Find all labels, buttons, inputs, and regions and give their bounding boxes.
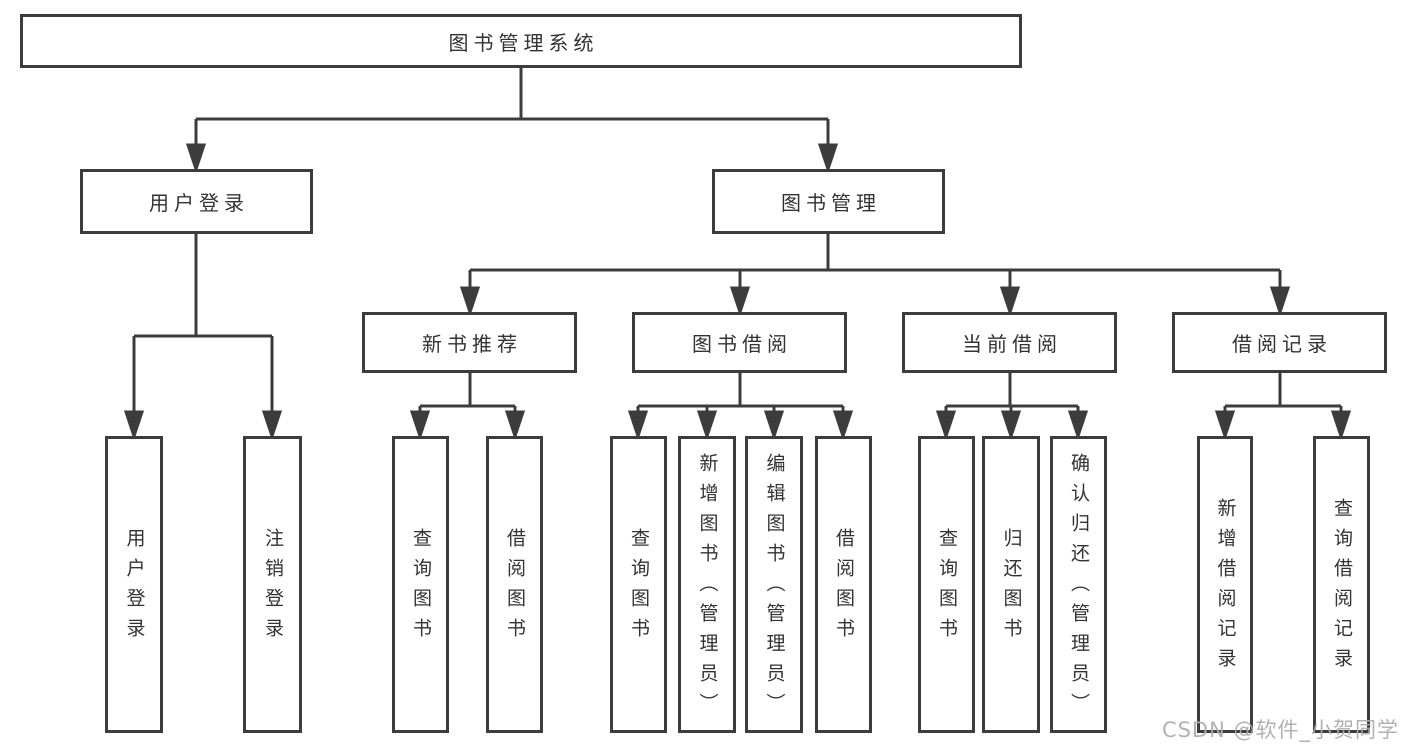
node-book-borrowing: 图书借阅 (632, 312, 847, 373)
leaf-query-books-recommend: 查询图书 (392, 436, 449, 733)
arrow-down-icon (185, 143, 207, 174)
arrow-down-icon (409, 410, 431, 441)
connector-userlogin-to-leaves (123, 234, 283, 441)
arrow-down-icon (1330, 410, 1352, 441)
arrow-down-icon (627, 410, 649, 441)
arrow-down-icon (261, 410, 283, 441)
arrow-down-icon (1269, 286, 1291, 317)
arrow-down-icon (459, 286, 481, 317)
leaf-add-book-admin: 新增图书（管理员） (678, 436, 736, 733)
leaf-confirm-return-admin: 确认归还（管理员） (1050, 436, 1107, 733)
arrow-down-icon (832, 410, 854, 441)
connector-bookmgmt-to-level3 (459, 234, 1291, 317)
arrow-down-icon (1214, 410, 1236, 441)
node-book-management: 图书管理 (712, 169, 945, 234)
arrow-down-icon (696, 410, 718, 441)
arrow-down-icon (1000, 410, 1022, 441)
csdn-watermark: CSDN @软件_小贺同学 (1161, 718, 1399, 742)
connector-root-to-level2 (185, 68, 839, 174)
connector-currentborrow-to-leaves (935, 373, 1089, 441)
leaf-logout: 注销登录 (243, 436, 302, 733)
leaf-edit-book-admin: 编辑图书（管理员） (745, 436, 803, 733)
leaf-query-books-borrowing: 查询图书 (610, 436, 667, 733)
leaf-borrow-books-borrowing: 借阅图书 (815, 436, 872, 733)
leaf-query-books-current: 查询图书 (918, 436, 975, 733)
leaf-return-books: 归还图书 (982, 436, 1040, 733)
node-user-login: 用户登录 (80, 169, 313, 234)
leaf-add-borrowing-record: 新增借阅记录 (1197, 436, 1253, 733)
connector-newbook-to-leaves (409, 373, 526, 441)
node-new-book-recommend: 新书推荐 (362, 312, 577, 373)
arrow-down-icon (763, 410, 785, 441)
node-library-management-system: 图书管理系统 (20, 14, 1022, 68)
arrow-down-icon (999, 286, 1021, 317)
node-current-borrowing: 当前借阅 (902, 312, 1117, 373)
leaf-user-login: 用户登录 (105, 436, 163, 733)
leaf-borrow-books-recommend: 借阅图书 (486, 436, 543, 733)
arrow-down-icon (1067, 410, 1089, 441)
arrow-down-icon (123, 410, 145, 441)
connector-bookborrow-to-leaves (627, 373, 854, 441)
arrow-down-icon (729, 286, 751, 317)
connector-borrowrecord-to-leaves (1214, 373, 1352, 441)
arrow-down-icon (935, 410, 957, 441)
leaf-query-borrowing-record: 查询借阅记录 (1313, 436, 1370, 733)
arrow-down-icon (817, 143, 839, 174)
node-borrowing-records: 借阅记录 (1172, 312, 1387, 373)
arrow-down-icon (504, 410, 526, 441)
